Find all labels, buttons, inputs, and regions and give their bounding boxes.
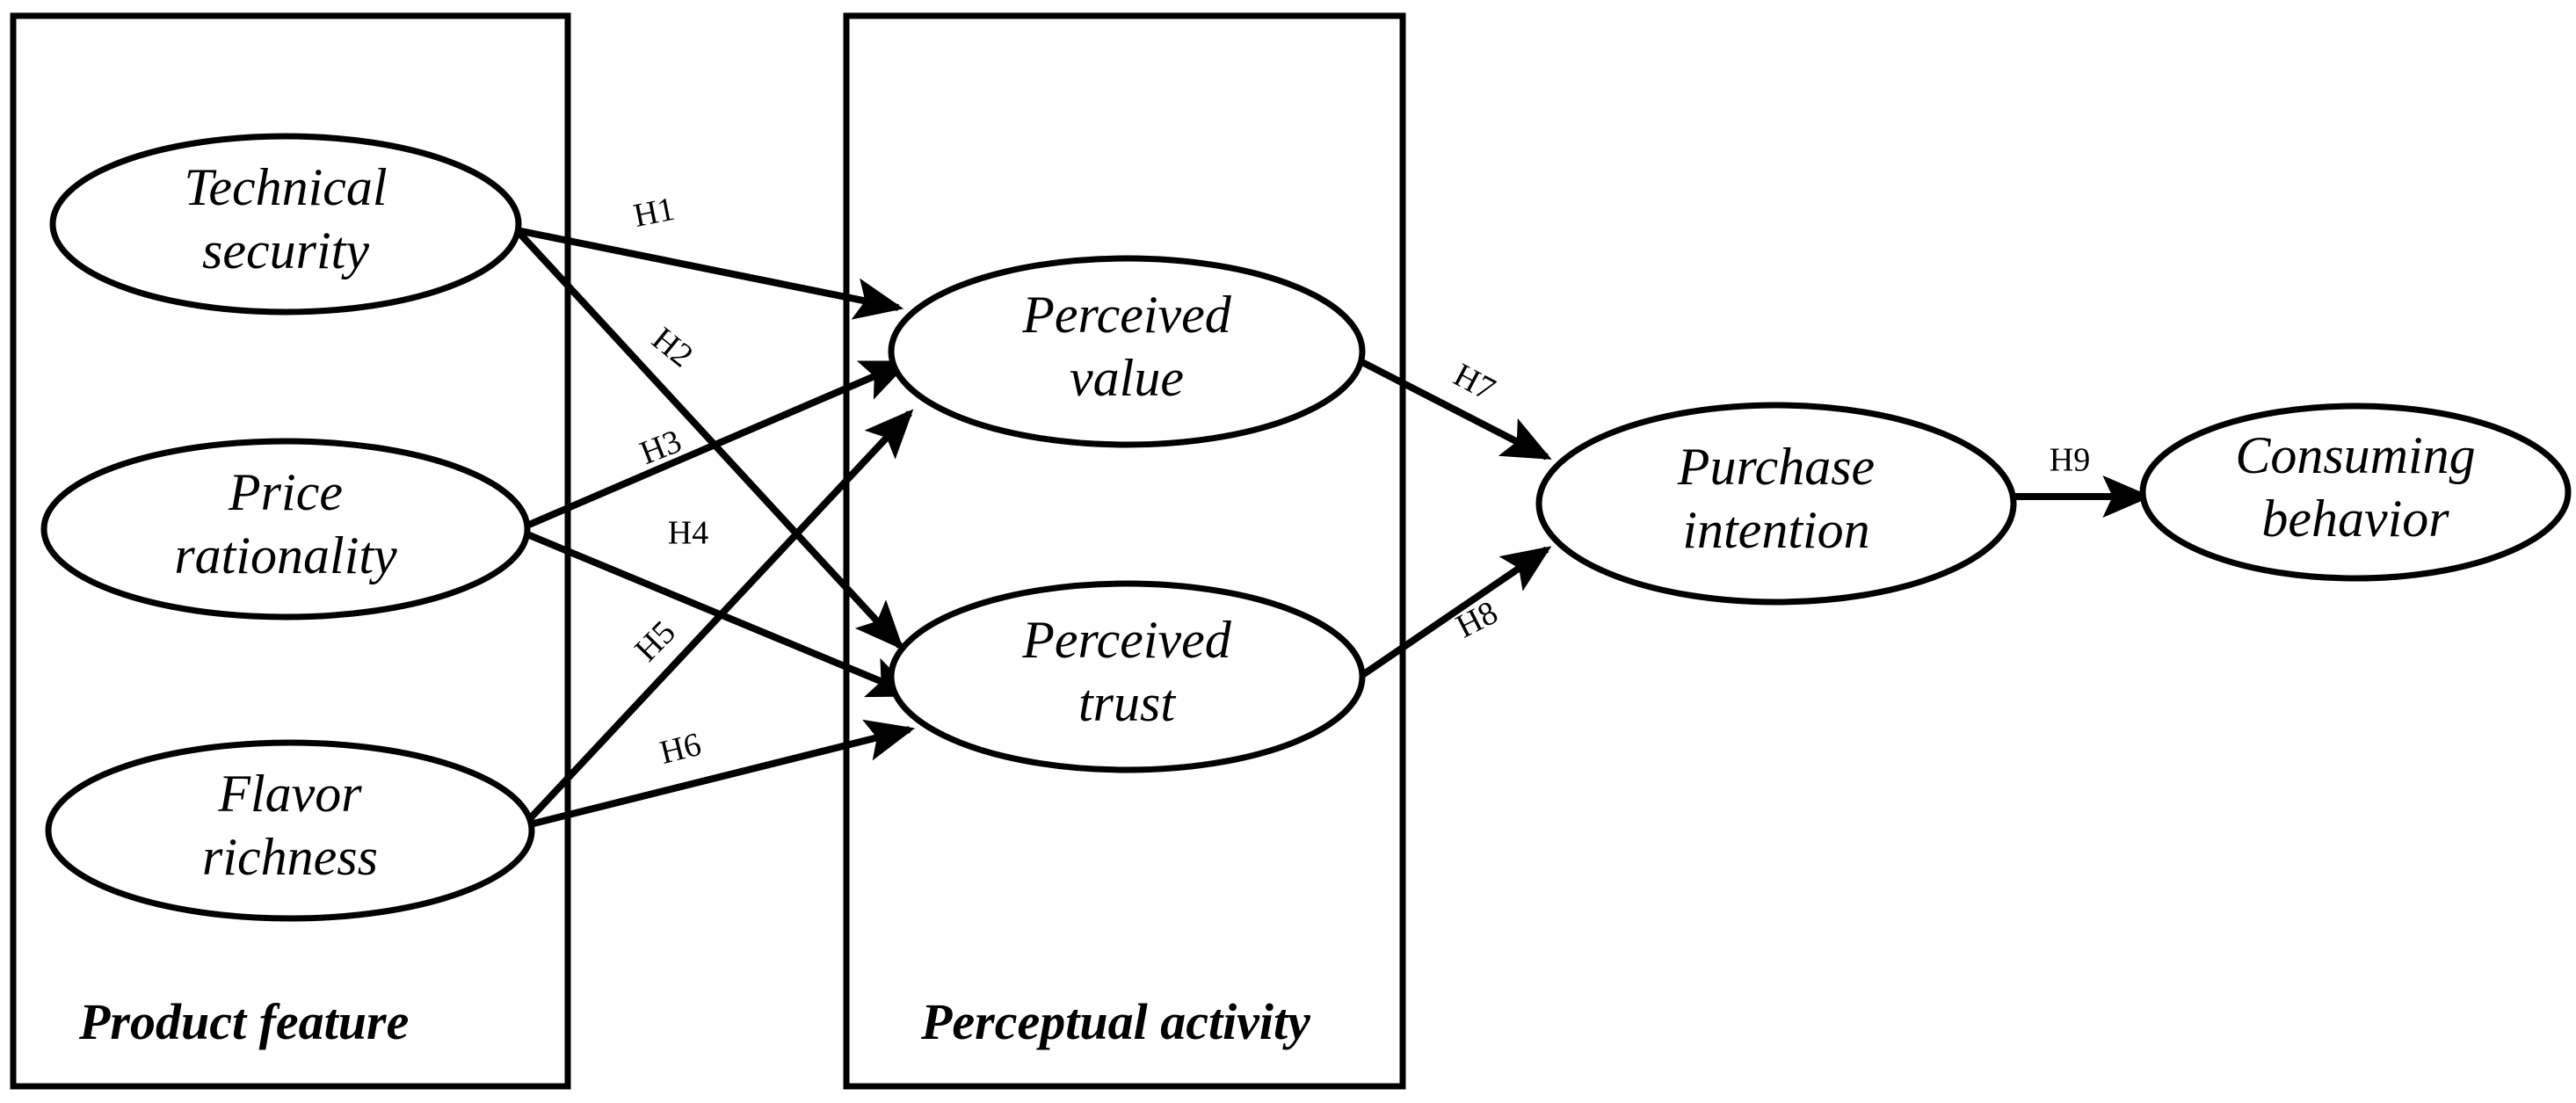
node-label-line: intention bbox=[1682, 501, 1869, 559]
edges-layer bbox=[514, 227, 2152, 830]
edge-label-h8: H8 bbox=[1450, 594, 1503, 646]
edge-label-h7: H7 bbox=[1448, 357, 1501, 409]
edge-label-h9: H9 bbox=[2050, 442, 2090, 479]
node-ellipse-perceived-trust bbox=[888, 580, 1366, 773]
edge-label-h4: H4 bbox=[668, 515, 708, 552]
group-label-perceptual-activity: Perceptual activity bbox=[920, 993, 1310, 1050]
node-label-line: Consuming bbox=[2235, 426, 2475, 484]
node-label-line: trust bbox=[1078, 674, 1176, 732]
node-label-line: Purchase bbox=[1677, 438, 1875, 496]
edge-h4 bbox=[515, 526, 918, 698]
edge-h3 bbox=[515, 359, 911, 533]
node-label-line: Perceived bbox=[1021, 286, 1232, 344]
group-labels-layer: Product feature Perceptual activity bbox=[78, 993, 1310, 1050]
edge-h2 bbox=[514, 228, 904, 650]
node-label-line: Price bbox=[228, 463, 343, 521]
group-label-product-feature: Product feature bbox=[78, 993, 409, 1050]
node-ellipse-perceived-value bbox=[888, 255, 1366, 448]
edge-h7 bbox=[1352, 354, 1552, 461]
edge-h1 bbox=[516, 227, 904, 320]
edge-label-h3: H3 bbox=[635, 423, 686, 472]
node-label-consuming-behavior: Consuming behavior bbox=[2235, 426, 2475, 548]
node-ellipse-technical-security bbox=[49, 133, 522, 316]
node-label-line: Perceived bbox=[1021, 611, 1232, 669]
node-label-line: richness bbox=[202, 828, 378, 886]
edge-h5 bbox=[520, 409, 914, 829]
node-label-line: behavior bbox=[2261, 490, 2449, 548]
node-label-line: value bbox=[1070, 349, 1184, 407]
node-label-line: Flavor bbox=[217, 765, 362, 823]
edge-label-h6: H6 bbox=[657, 726, 705, 772]
node-consuming-behavior: Consuming behavior bbox=[2139, 403, 2572, 582]
edge-label-h1: H1 bbox=[630, 191, 678, 235]
group-box-perceptual-activity bbox=[843, 12, 1406, 1090]
node-ellipse-consuming-behavior bbox=[2139, 403, 2572, 582]
node-ellipse-price-rationality bbox=[40, 438, 531, 620]
node-ellipse-flavor-richness bbox=[45, 739, 535, 922]
edge-h6 bbox=[522, 719, 916, 830]
node-label-line: Technical bbox=[184, 158, 387, 216]
node-ellipse-purchase-intention bbox=[1535, 402, 2017, 606]
edge-label-h2: H2 bbox=[645, 321, 700, 375]
node-label-line: rationality bbox=[174, 526, 397, 584]
edge-h8 bbox=[1351, 546, 1552, 685]
node-label-line: security bbox=[202, 221, 369, 279]
